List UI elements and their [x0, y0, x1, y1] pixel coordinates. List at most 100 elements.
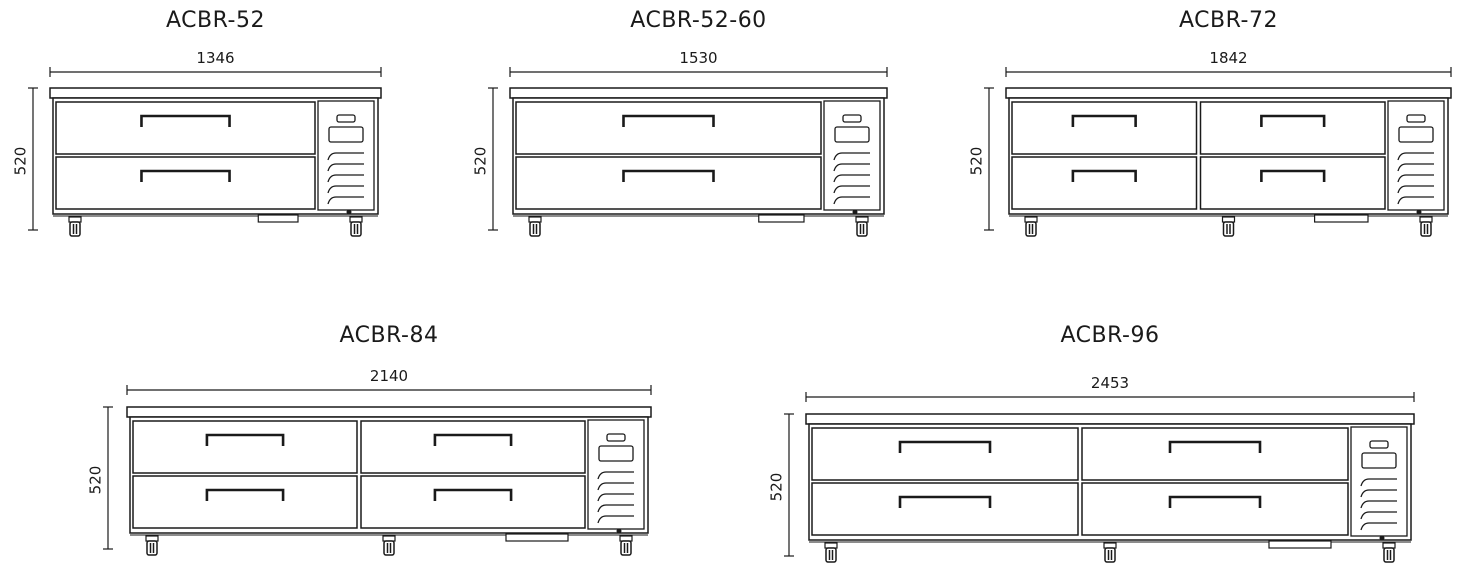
- model-title: ACBR-96: [1060, 323, 1160, 348]
- caster-wheel: [1104, 547, 1116, 563]
- vent-louver: [833, 163, 870, 172]
- drawer-front: [132, 475, 358, 529]
- drawer-front: [55, 101, 316, 155]
- drawer-handle: [140, 114, 231, 127]
- vent-louver: [1360, 522, 1397, 531]
- drawer-handle: [1260, 114, 1326, 127]
- caster-wheel: [69, 221, 81, 237]
- kick-plate: [1268, 540, 1332, 549]
- indicator-light: [842, 114, 862, 123]
- display-screen: [1361, 452, 1397, 469]
- vent-louver: [1360, 489, 1397, 498]
- vent-louver: [327, 196, 364, 205]
- caster-wheel: [1025, 221, 1037, 237]
- width-dimension-label: 2453: [1090, 374, 1130, 392]
- vent-louver: [1397, 152, 1434, 161]
- drawer-front: [1011, 156, 1198, 210]
- model-title: ACBR-52-60: [630, 8, 767, 33]
- drawer-front: [811, 482, 1079, 536]
- drawer-handle: [1260, 169, 1326, 182]
- drawer-front: [55, 156, 316, 210]
- vent-louver: [1360, 500, 1397, 509]
- model-title: ACBR-52: [166, 8, 265, 33]
- model-title: ACBR-84: [339, 323, 439, 348]
- model-title: ACBR-72: [1179, 8, 1278, 33]
- display-screen: [1398, 126, 1434, 143]
- vent-louver: [327, 163, 364, 172]
- drawer-handle: [205, 433, 285, 446]
- vent-louver: [1397, 163, 1434, 172]
- indicator-light: [336, 114, 356, 123]
- drawer-front: [1199, 101, 1386, 155]
- kick-plate: [758, 214, 805, 223]
- width-dimension-label: 1530: [679, 49, 718, 67]
- display-screen: [328, 126, 364, 143]
- vent-louver: [327, 185, 364, 194]
- drawer-handle: [898, 440, 992, 453]
- caster-wheel: [1383, 547, 1395, 563]
- width-dimension-label: 2140: [369, 367, 409, 385]
- display-screen: [834, 126, 870, 143]
- caster-wheel: [1222, 221, 1235, 237]
- drawer-handle: [433, 433, 513, 446]
- kick-plate: [1313, 214, 1369, 223]
- width-dimension-label: 1346: [196, 49, 235, 67]
- caster-wheel: [529, 221, 541, 237]
- kick-plate: [505, 533, 569, 542]
- countertop: [805, 413, 1415, 425]
- drawer-front: [811, 427, 1079, 481]
- width-dimension-label: 1842: [1209, 49, 1248, 67]
- caster-wheel: [620, 540, 632, 556]
- vent-louver: [1360, 511, 1397, 520]
- drawer-handle: [1071, 169, 1137, 182]
- drawer-handle: [140, 169, 231, 182]
- caster-wheel: [350, 221, 362, 237]
- vent-louver: [1360, 478, 1397, 487]
- drawer-front: [515, 101, 822, 155]
- vent-louver: [327, 174, 364, 183]
- vent-louver: [833, 196, 870, 205]
- caster-wheel: [1420, 221, 1432, 237]
- caster-wheel: [825, 547, 837, 563]
- vent-louver: [1397, 196, 1434, 205]
- drawer-front: [1199, 156, 1386, 210]
- vent-louver: [597, 493, 634, 502]
- drawer-front: [360, 475, 586, 529]
- screw-icon: [1416, 209, 1422, 215]
- vent-louver: [833, 174, 870, 183]
- drawer-handle: [622, 114, 715, 127]
- vent-louver: [597, 515, 634, 524]
- vent-louver: [833, 152, 870, 161]
- caster-wheel: [383, 540, 395, 556]
- caster-wheel: [146, 540, 158, 556]
- caster-wheel: [856, 221, 868, 237]
- drawer-handle: [898, 495, 992, 508]
- vent-louver: [597, 504, 634, 513]
- indicator-light: [606, 433, 626, 442]
- screw-icon: [1379, 535, 1385, 541]
- drawer-handle: [433, 488, 513, 501]
- vent-louver: [597, 471, 634, 480]
- drawer-handle: [1168, 440, 1262, 453]
- vent-louver: [327, 152, 364, 161]
- drawer-handle: [1168, 495, 1262, 508]
- screw-icon: [616, 528, 622, 534]
- drawer-front: [1011, 101, 1198, 155]
- drawer-front: [360, 420, 586, 474]
- indicator-light: [1369, 440, 1389, 449]
- kick-plate: [257, 214, 299, 223]
- display-screen: [598, 445, 634, 462]
- vent-louver: [833, 185, 870, 194]
- vent-louver: [597, 482, 634, 491]
- vent-louver: [1397, 185, 1434, 194]
- drawer-handle: [205, 488, 285, 501]
